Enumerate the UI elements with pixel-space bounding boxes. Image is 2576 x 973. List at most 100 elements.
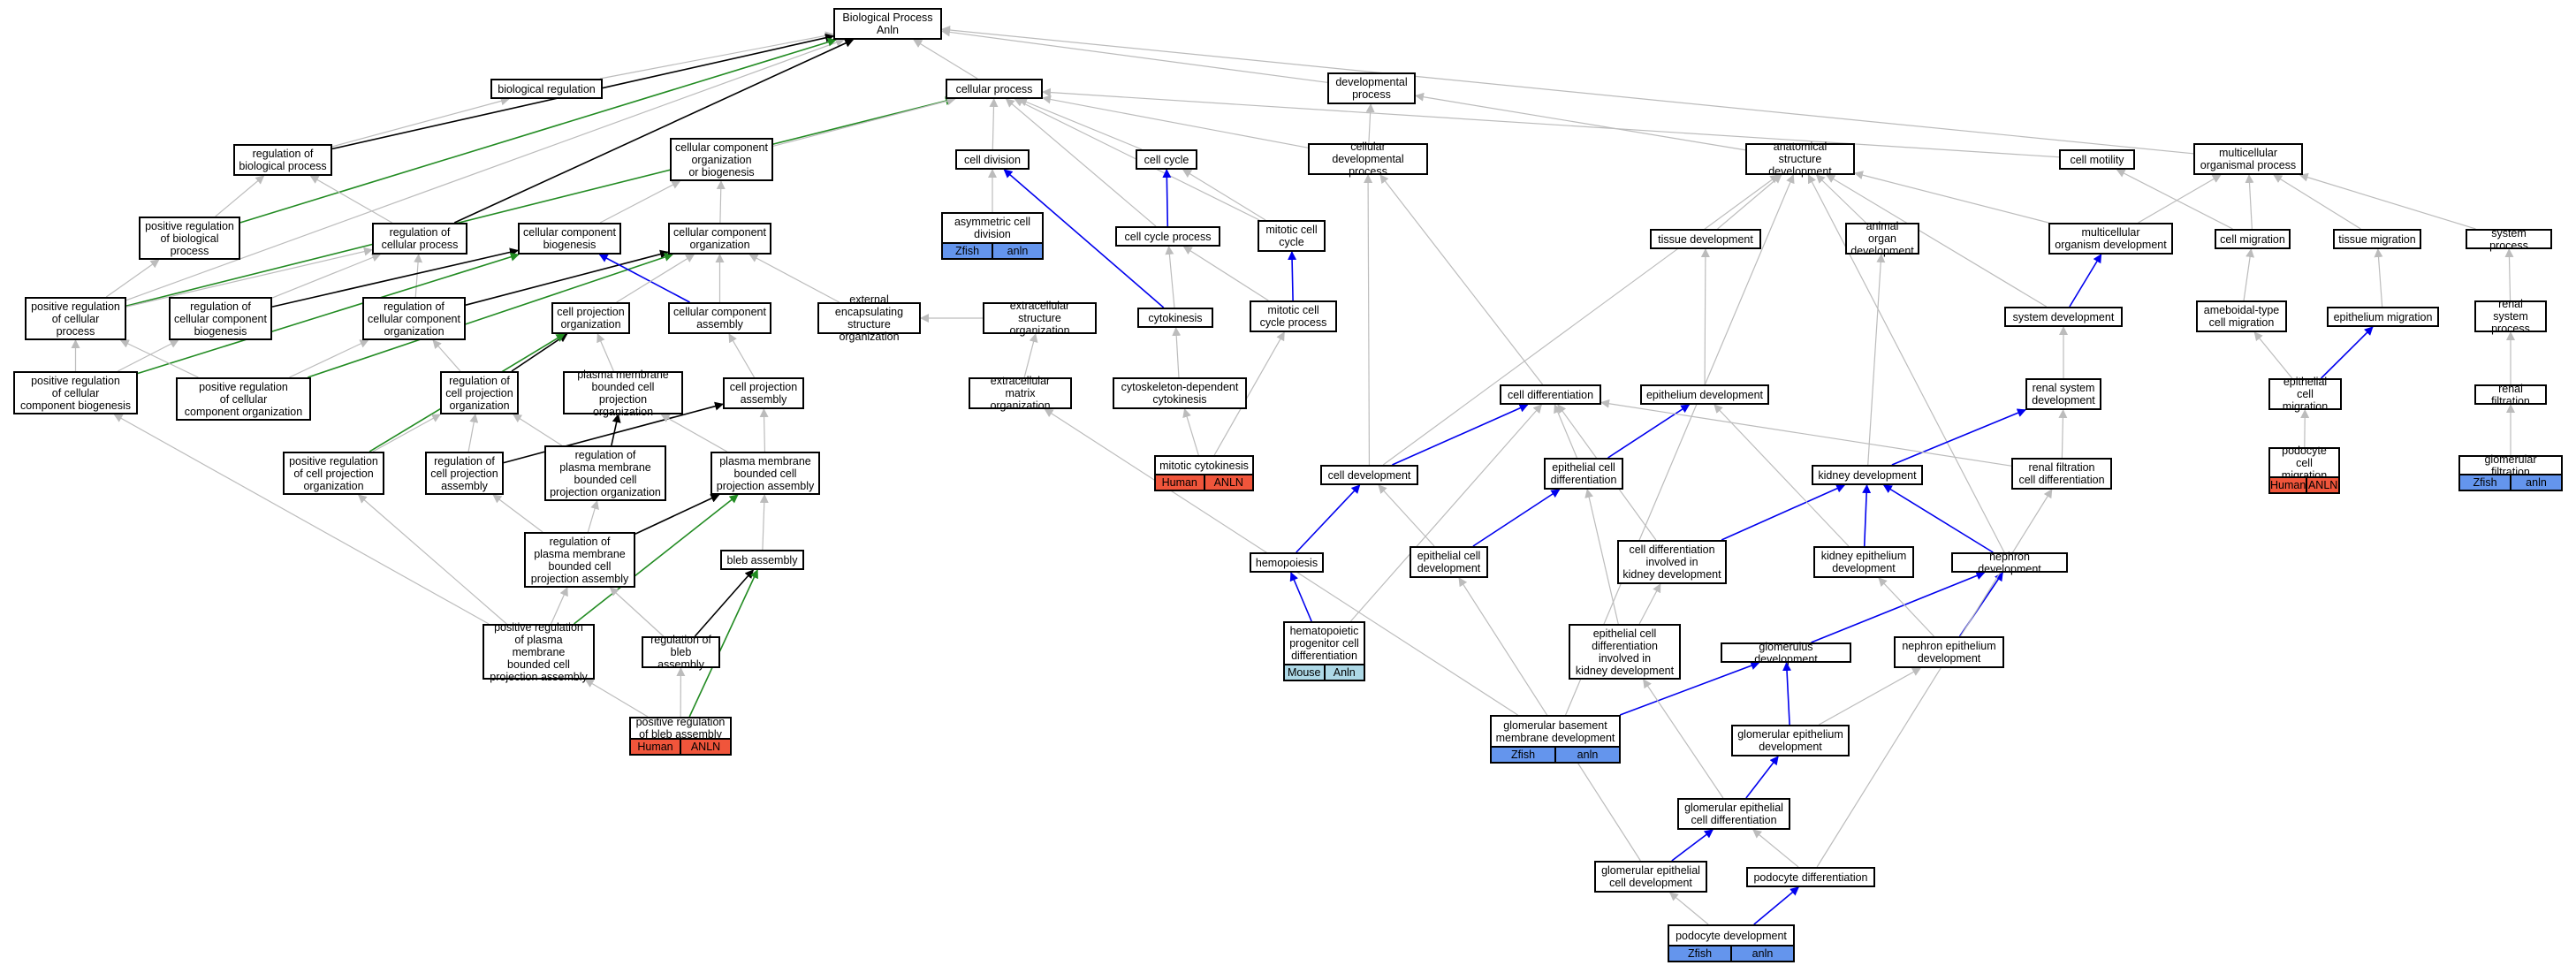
go-term-epidev: epithelium development <box>1640 384 1769 405</box>
go-term-cpo: cell projection organization <box>551 302 630 334</box>
go-term-cp: cellular process <box>946 79 1043 99</box>
go-term-regbleb: regulation of bleb assembly <box>642 634 720 671</box>
edge-cytok-to-ccp <box>1165 246 1175 308</box>
edge-glomepicelldev-to-glomepidiff <box>1671 829 1714 862</box>
go-term-posregbleb: positive regulation of bleb assembly <box>629 716 732 741</box>
edge-pododev-to-glomepicelldev <box>1668 892 1709 925</box>
edge-hemo-to-celldev <box>1296 484 1361 553</box>
edge-regpmbcpo-to-pmbcpo <box>611 414 621 446</box>
go-term-bp: Biological Process Anln <box>833 8 942 40</box>
annotation-species: Zfish <box>2473 476 2497 489</box>
go-term-glomfilt: glomerular filtration <box>2458 453 2563 478</box>
go-term-gbmdev: glomerular basement membrane development <box>1490 715 1621 748</box>
edge-regcpo-to-regcco <box>432 339 461 372</box>
annotation-gene: ANLN <box>680 740 730 754</box>
edge-posregbleb-to-posregpmbcpa <box>584 679 649 718</box>
annotation-gene: anln <box>992 244 1042 258</box>
edge-epimig-to-tissmig <box>2374 248 2383 308</box>
go-term-regcpa: regulation of cell projection assembly <box>425 452 504 495</box>
go-term-celldiff: cell differentiation <box>1500 384 1601 405</box>
go-term-esso: external encapsulating structure organiz… <box>817 293 921 343</box>
annotation-species: Mouse <box>1287 666 1321 679</box>
go-term-devp: developmental process <box>1327 72 1416 104</box>
edge-posregcco-to-regcco <box>289 339 369 378</box>
edge-cp-to-bp <box>913 39 978 80</box>
edge-posregcp-to-bp <box>125 38 845 301</box>
edge-mod-to-multop <box>2138 174 2222 224</box>
edge-aod-to-asd <box>1815 174 1866 224</box>
edge-regccb-to-regcp <box>271 253 382 299</box>
edge-regcco-to-regcp <box>414 254 423 298</box>
go-term-epicelldiff: epithelial cell differentiation <box>1544 458 1623 490</box>
go-term-rsd: renal system development <box>2025 378 2101 410</box>
go-term-cpa: cell projection assembly <box>723 377 804 409</box>
edge-regpmbcpa-to-pmbcpa <box>635 494 720 535</box>
edge-epicelldiffkid-to-epicelldiff <box>1584 489 1619 625</box>
edge-celldiff-to-celldevp <box>1379 174 1544 385</box>
go-term-glomdev: glomerulus development <box>1721 641 1851 665</box>
edge-posregbp-to-bp <box>239 37 837 224</box>
go-term-pmbcpo: plasma membrane bounded cell projection … <box>563 369 683 418</box>
edge-renfiltdiff-to-celldiff <box>1600 399 2012 467</box>
edge-epicellmig-to-ameb <box>2253 331 2293 379</box>
go-term-posregcpo: positive regulation of cell projection o… <box>283 452 384 495</box>
edge-celldiv-to-cp <box>989 98 999 150</box>
go-term-ccorg: cellular component organization <box>668 223 771 255</box>
edge-celldiffkid-to-kidneydev <box>1721 484 1846 541</box>
annotation-gene: anln <box>1554 748 1619 762</box>
go-term-ecmo: extracellular matrix organization <box>969 375 1072 412</box>
go-term-asd: anatomical structure development <box>1745 141 1855 178</box>
go-term-glomepidev: glomerular epithelium development <box>1731 725 1850 756</box>
go-term-celldevp: cellular developmental process <box>1308 141 1428 178</box>
edge-regcpa-to-regcpo <box>467 414 479 452</box>
edge-tissmig-to-multop <box>2273 174 2361 230</box>
edge-regbleb-to-regpmbcpa <box>609 587 665 637</box>
go-term-tissmig: tissue migration <box>2333 229 2421 249</box>
go-term-multop: multicellular organismal process <box>2193 143 2303 175</box>
edge-asd-to-devp <box>1415 92 1746 151</box>
edge-sysdev-to-mod <box>2069 254 2102 308</box>
go-term-breg: biological regulation <box>490 79 603 99</box>
edge-ameb-to-cellmig <box>2243 248 2255 301</box>
go-term-renfiltdiff: renal filtration cell differentiation <box>2011 458 2112 490</box>
go-term-ccp: cell cycle process <box>1115 226 1220 247</box>
annotation-gene: ANLN <box>1203 475 1253 490</box>
go-term-cytok: cytokinesis <box>1137 308 1213 328</box>
edge-sysdev-to-asd <box>1826 174 2048 308</box>
edge-hemaprog-to-celldiff <box>1350 404 1543 622</box>
go-term-hemo: hemopoiesis <box>1250 552 1324 573</box>
go-term-epimig: epithelium migration <box>2327 307 2439 327</box>
go-term-glomepicelldev: glomerular epithelial cell development <box>1594 861 1707 893</box>
edge-sysproc-to-multop <box>2299 172 2476 230</box>
go-term-epicellmig: epithelial cell migration <box>2268 376 2342 413</box>
go-term-glomepidiff: glomerular epithelial cell differentiati… <box>1677 798 1790 830</box>
edge-regpmbcpo-to-regcpo <box>513 414 562 446</box>
go-term-kidepidev: kidney epithelium development <box>1813 546 1914 578</box>
edge-glomepidev-to-glomdev <box>1782 662 1792 726</box>
edge-pododiff-to-glomepidiff <box>1752 829 1799 868</box>
edge-mitccp-to-mitcc <box>1288 251 1297 301</box>
annotation-gene: anln <box>2510 475 2561 490</box>
edge-mitcc-to-cellcycle <box>1182 169 1266 221</box>
go-term-celldev: cell development <box>1320 465 1418 485</box>
edge-ccorg-to-ccob <box>716 180 726 224</box>
edge-bleba-to-pmbcpa <box>759 494 769 551</box>
edge-kidepidev-to-epidev <box>1714 404 1850 547</box>
edge-posregpmbcpa-to-regpmbcpa <box>551 587 568 625</box>
annotation-species: Human <box>1161 476 1197 489</box>
edge-glomdev-to-nephrondev <box>1811 571 1986 643</box>
go-term-regpmbcpo: regulation of plasma membrane bounded ce… <box>544 445 666 501</box>
edge-tissdev-to-asd <box>1717 174 1782 230</box>
edge-regpmbcpa-to-regcpa <box>492 494 543 533</box>
edge-esso-to-ccorg <box>748 254 840 303</box>
edge-cpa-to-cca <box>728 333 756 378</box>
edge-gbmdev-to-glomdev <box>1619 661 1760 716</box>
edge-posregcco-to-ccorg <box>308 253 673 378</box>
